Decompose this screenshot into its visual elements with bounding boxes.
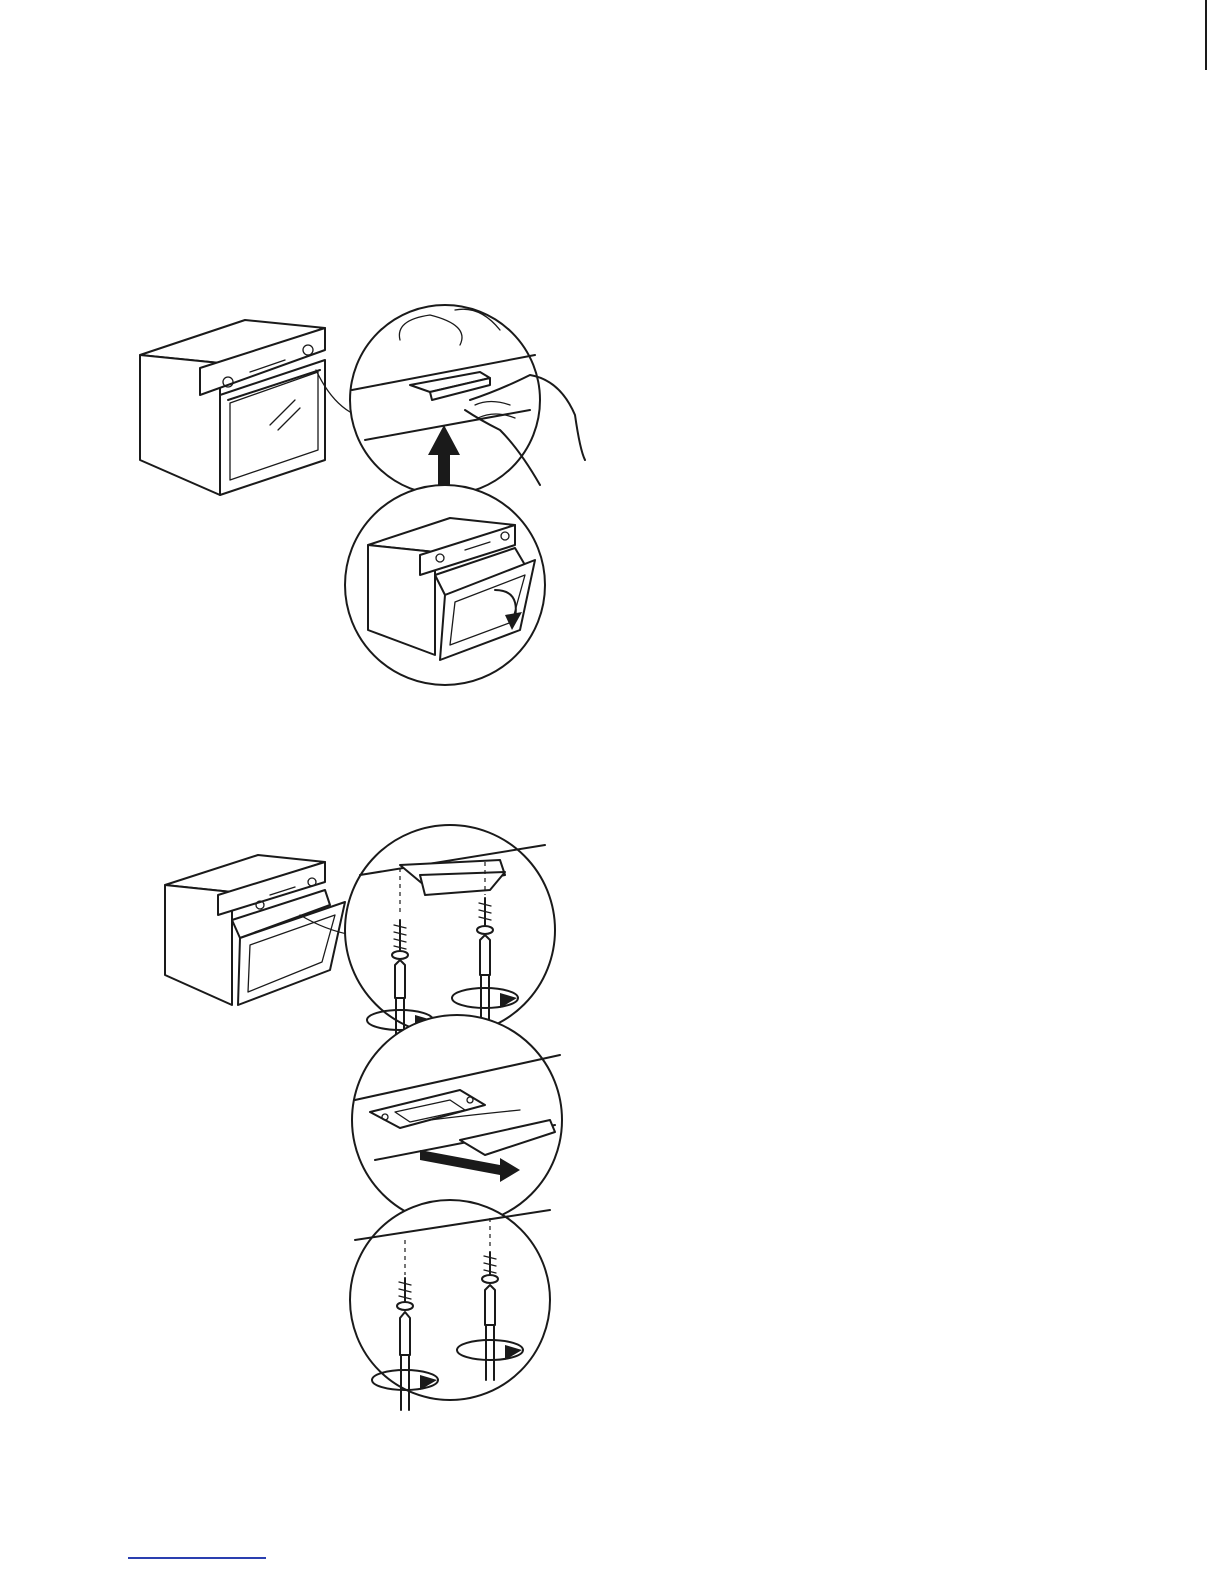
door-opening-icon xyxy=(345,485,545,685)
screw-removal-icon xyxy=(345,825,555,1045)
footer-rule xyxy=(128,1557,266,1559)
door-lock-detail xyxy=(350,305,585,495)
door-lock-removal-illustration xyxy=(0,820,1224,1420)
door-lock-unlock-illustration xyxy=(0,300,1224,700)
screw-removal-icon xyxy=(350,1200,550,1410)
page-edge-mark xyxy=(1205,0,1207,70)
lock-slide-out-icon xyxy=(352,1015,562,1225)
figure-door-lock-removal xyxy=(0,820,1224,1420)
oven-icon xyxy=(140,320,350,495)
oven-open-door-icon xyxy=(165,855,352,1005)
figure-door-lock-unlock xyxy=(0,300,1224,700)
